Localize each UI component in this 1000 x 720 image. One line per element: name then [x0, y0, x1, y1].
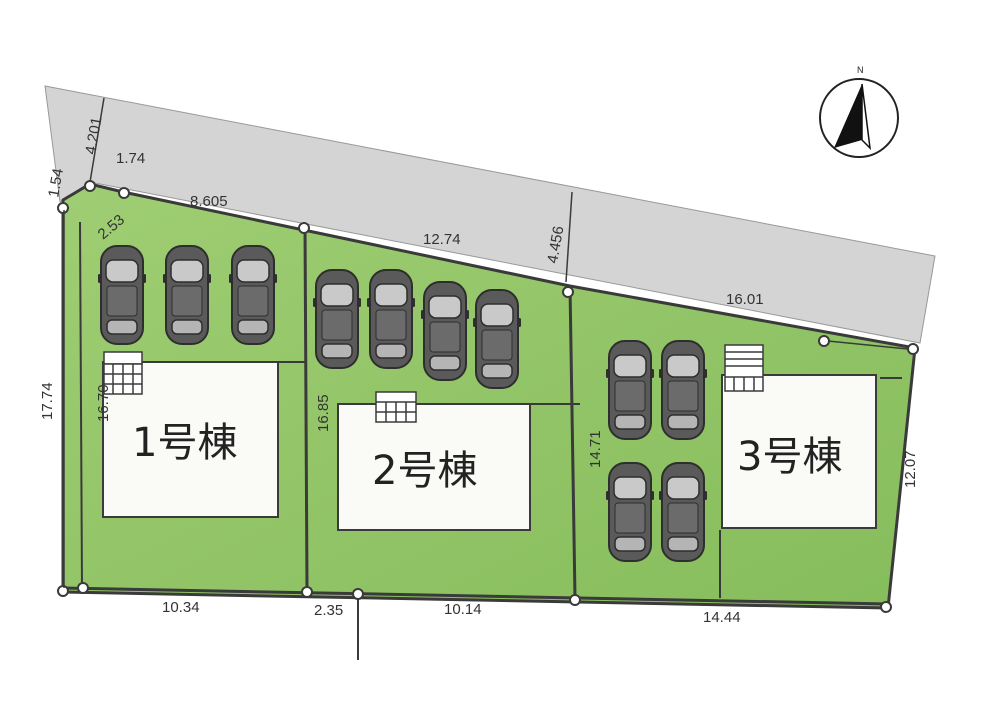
dim-corner-left: 1.54 [45, 167, 67, 199]
dim-left-side: 17.74 [39, 382, 56, 420]
dim-corner-top: 1.74 [116, 150, 145, 167]
building-1-label: 1号棟 [132, 420, 237, 466]
dim-lot3-inner: 14.71 [587, 430, 604, 468]
boundary-markers [57, 180, 919, 613]
dim-bottom-gap: 2.35 [314, 602, 343, 619]
dim-bottom-lot1: 10.34 [162, 599, 200, 616]
dim-top-lot3: 16.01 [726, 291, 764, 308]
north-arrow-icon [834, 84, 862, 148]
building-3-label: 3号棟 [737, 434, 842, 480]
dim-bottom-lot2: 10.14 [444, 601, 482, 618]
dim-road-width-mid: 4.456 [544, 225, 567, 265]
lot3-arrow [827, 340, 909, 350]
dim-top-lot1: 8.605 [190, 193, 228, 210]
boundary-1-2 [303, 225, 309, 591]
north-label: N [857, 65, 864, 75]
building-2-label: 2号棟 [372, 448, 477, 494]
dim-right-side: 12.07 [902, 450, 919, 488]
dimension-leaders [63, 97, 573, 588]
building-3-footprint [721, 374, 877, 529]
dim-bottom-lot3: 14.44 [703, 609, 741, 626]
bottom-boundary [62, 586, 889, 606]
left-inner-line [79, 221, 83, 591]
entrance-steps-1 [103, 351, 143, 395]
dim-road-width-left: 4.201 [82, 116, 105, 156]
dim-top-lot2: 12.74 [423, 231, 461, 248]
boundary-2-3 [568, 285, 577, 599]
building-2-footprint [337, 403, 531, 531]
entrance-steps-2 [375, 391, 417, 423]
entrance-steps-3 [724, 344, 764, 392]
road [44, 85, 936, 344]
dim-lot1-inner: 16.70 [95, 384, 112, 422]
north-compass: N [819, 65, 899, 158]
dim-lot2-inner: 16.85 [315, 394, 332, 432]
